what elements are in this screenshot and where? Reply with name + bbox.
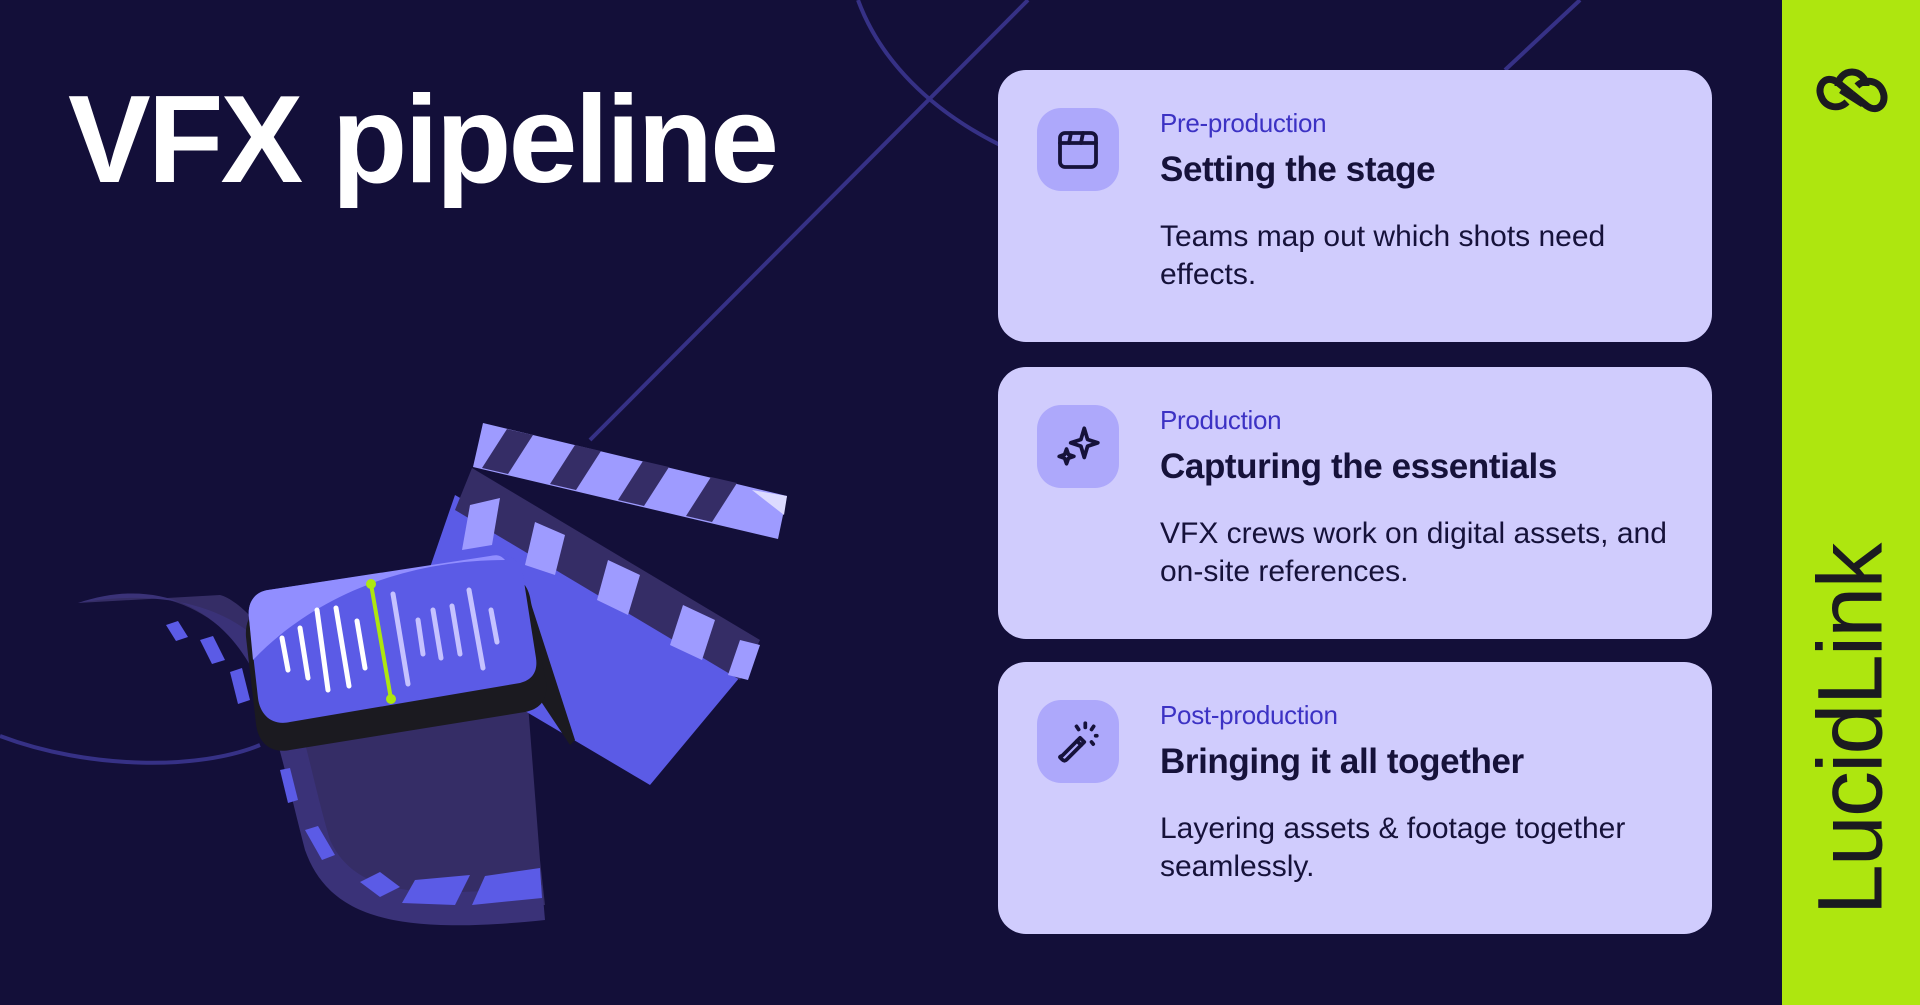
stage-description: VFX crews work on digital assets, and on… [1160,517,1667,588]
playhead-marker [369,582,393,701]
stage-icon-box [1037,700,1119,783]
stage-card-production: Production Capturing the essentials VFX … [998,367,1712,639]
clapperboard-icon [1058,130,1098,169]
stage-label: Post-production [1160,700,1338,730]
stage-icon-box [1037,405,1119,488]
brand-name: LucidLink [1799,544,1902,916]
stage-label: Production [1160,405,1282,435]
stage-card-pre-production: Pre-production Setting the stage Teams m… [998,70,1712,342]
stage-description: Layering assets & footage together seaml… [1160,812,1626,883]
audio-waveform-card [245,555,547,751]
magic-wand-icon [1058,720,1099,763]
stage-card-post-production: Post-production Bringing it all together… [998,662,1712,934]
sparkles-icon [1057,425,1100,466]
clapperboard-film-illustration [78,423,787,926]
stage-heading: Capturing the essentials [1160,447,1557,486]
stage-heading: Setting the stage [1160,150,1436,189]
page-title: VFX pipeline [68,71,779,209]
brand-sidebar: LucidLink [1782,0,1920,1005]
stage-label: Pre-production [1160,108,1327,138]
lucidlink-logo-icon [1816,68,1888,113]
stage-icon-box [1037,108,1119,191]
stage-heading: Bringing it all together [1160,742,1524,781]
stage-description: Teams map out which shots need effects. [1160,220,1606,291]
